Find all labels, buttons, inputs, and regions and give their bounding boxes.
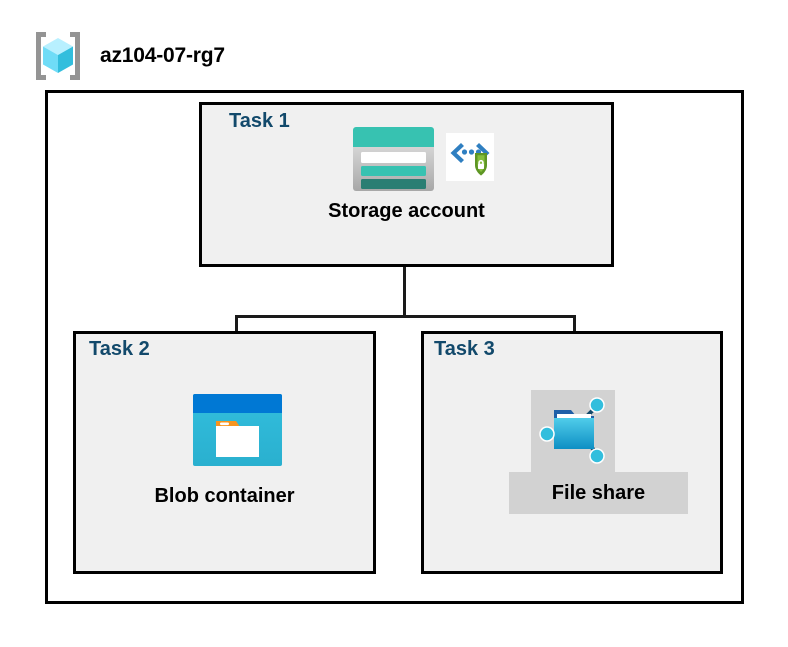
file-share-label: File share — [509, 472, 688, 514]
connector-task1-trunk — [403, 267, 406, 318]
resource-group-title: az104-07-rg7 — [100, 44, 225, 67]
task-1-label: Task 1 — [229, 110, 290, 132]
task-2-label: Task 2 — [89, 338, 150, 360]
storage-account-icon — [353, 127, 434, 191]
storage-account-label: Storage account — [328, 200, 485, 222]
blob-container-label: Blob container — [154, 485, 295, 507]
task-3-label: Task 3 — [434, 338, 495, 360]
secure-transfer-badge-icon — [446, 133, 494, 181]
resource-group-header: az104-07-rg7 — [30, 27, 330, 85]
file-share-icon — [539, 397, 605, 464]
blob-container-icon — [193, 394, 282, 466]
connector-horizontal-bus — [235, 315, 576, 318]
resource-group-icon — [36, 32, 80, 80]
